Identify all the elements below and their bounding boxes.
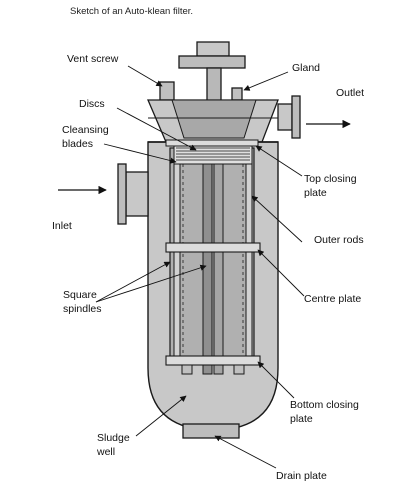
label-vent-screw: Vent screw	[67, 53, 119, 65]
label-outlet: Outlet	[336, 87, 364, 99]
label-drain-plate: Drain plate	[276, 470, 327, 482]
figure-caption: Sketch of an Auto-klean filter.	[70, 6, 194, 17]
label-cleansing-line1: Cleansing	[62, 124, 109, 136]
vent-screw	[159, 81, 175, 101]
filter-head	[147, 99, 279, 143]
label-discs: Discs	[79, 98, 105, 110]
label-top-closing-line2: plate	[304, 187, 327, 199]
label-bottom-closing-line2: plate	[290, 413, 313, 425]
label-gland: Gland	[292, 62, 320, 74]
inlet-pipe	[117, 163, 149, 225]
label-bottom-closing-line1: Bottom closing	[290, 399, 359, 411]
bottom-closing-plate	[165, 355, 261, 366]
label-square-line2: spindles	[63, 303, 102, 315]
drain-plate	[182, 423, 240, 439]
label-centre-plate: Centre plate	[304, 293, 361, 305]
label-square-line1: Square	[63, 289, 97, 301]
label-inlet: Inlet	[52, 220, 72, 232]
centre-plate	[165, 242, 261, 253]
label-cleansing-line2: blades	[62, 138, 93, 150]
gland	[231, 87, 243, 101]
discs	[173, 143, 253, 165]
label-sludge-line2: well	[96, 446, 115, 458]
label-sludge-line1: Sludge	[97, 432, 130, 444]
top-closing-plate	[165, 139, 259, 147]
label-outer-rods: Outer rods	[314, 234, 364, 246]
filter-element	[165, 139, 261, 375]
label-top-closing-line1: Top closing	[304, 173, 357, 185]
outlet-pipe	[277, 95, 301, 139]
